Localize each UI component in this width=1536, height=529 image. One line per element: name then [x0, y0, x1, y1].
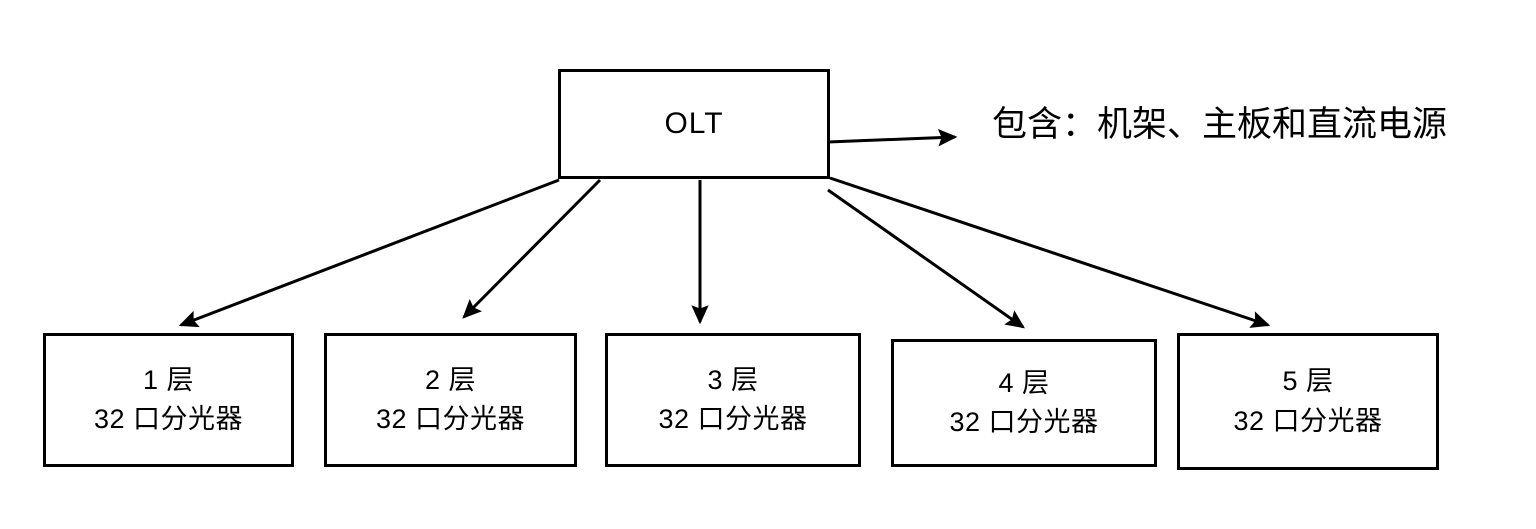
connector-olt-to-floor-4 [827, 188, 1025, 329]
splitter-node-floor-1[interactable]: 1 层 32 口分光器 [43, 333, 294, 467]
splitter-node-floor-3[interactable]: 3 层 32 口分光器 [605, 333, 861, 467]
splitter-device-label: 32 口分光器 [375, 404, 526, 434]
splitter-device-label: 32 口分光器 [1233, 405, 1383, 436]
connector-olt-to-floor-2 [462, 178, 602, 319]
olt-label: OLT [664, 107, 724, 140]
splitter-floor-label: 2 层 [424, 364, 477, 395]
splitter-device-label: 32 口分光器 [949, 407, 1099, 437]
splitter-floor-label: 5 层 [1282, 366, 1334, 397]
splitter-floor-label: 1 层 [142, 364, 195, 395]
splitter-node-floor-4[interactable]: 4 层 32 口分光器 [891, 339, 1157, 467]
olt-annotation-label: 包含：机架、主板和直流电源 [992, 105, 1448, 144]
splitter-node-floor-2[interactable]: 2 层 32 口分光器 [324, 333, 577, 467]
splitter-floor-label: 4 层 [998, 367, 1050, 398]
splitter-device-label: 32 口分光器 [658, 404, 808, 434]
splitter-node-floor-5[interactable]: 5 层 32 口分光器 [1177, 333, 1439, 470]
splitter-device-label: 32 口分光器 [93, 404, 244, 434]
connector-olt-to-floor-5 [829, 176, 1271, 328]
splitter-floor-label: 3 层 [707, 364, 759, 395]
olt-node[interactable]: OLT [558, 69, 830, 179]
connector-olt-to-floor-1 [178, 178, 560, 328]
connector-olt-to-annotation [827, 128, 958, 147]
